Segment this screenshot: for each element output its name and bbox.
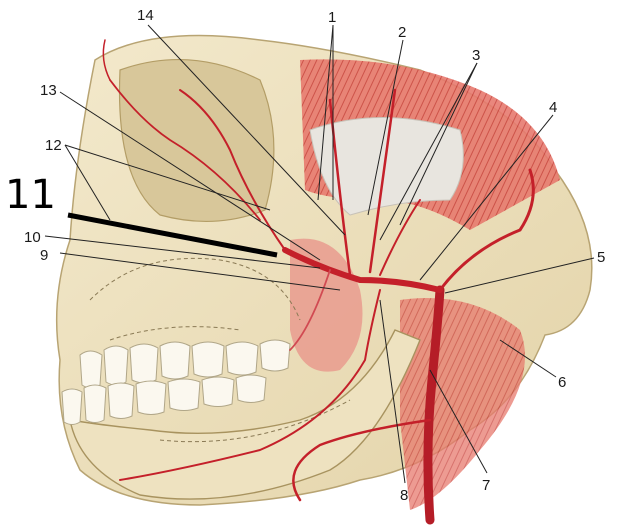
label-9: 9 xyxy=(40,247,48,264)
label-1: 1 xyxy=(328,9,336,26)
inferior-alveolar-artery xyxy=(119,289,381,481)
leader-lines xyxy=(44,24,595,484)
label-5: 5 xyxy=(597,249,605,266)
masseter-muscle xyxy=(290,238,363,372)
facial-artery xyxy=(292,418,432,502)
mandible xyxy=(69,329,421,500)
label-8: 8 xyxy=(400,487,408,504)
lower-teeth xyxy=(61,374,267,425)
label-13: 13 xyxy=(40,82,57,99)
upper-teeth xyxy=(79,339,291,389)
meningeal-branch xyxy=(379,199,421,276)
label-2: 2 xyxy=(398,24,406,41)
buccal-artery xyxy=(289,269,331,351)
label-12: 12 xyxy=(45,137,62,154)
label-11: 11 xyxy=(5,172,56,218)
labels: 1 2 3 4 5 6 7 8 9 10 11 12 13 14 xyxy=(5,7,605,504)
label-10: 10 xyxy=(24,229,41,246)
deep-temporal-branch-2 xyxy=(368,88,397,274)
label-3: 3 xyxy=(472,47,480,64)
orbit xyxy=(118,59,275,223)
maxillary-artery xyxy=(282,247,443,293)
deep-temporal-branch-1 xyxy=(328,98,352,277)
carotid-artery xyxy=(423,285,445,525)
label-6: 6 xyxy=(558,374,566,391)
dashed-outline xyxy=(89,257,351,443)
arteries xyxy=(102,39,535,525)
orbital-artery-1 xyxy=(179,89,286,251)
orbital-artery-2 xyxy=(109,79,261,221)
superficial-temporal-artery xyxy=(438,168,535,292)
label-14: 14 xyxy=(137,7,154,24)
frontal-artery xyxy=(102,39,111,81)
temporalis-tendon xyxy=(309,117,464,216)
neck-muscle xyxy=(400,298,525,510)
pointer-line-11 xyxy=(67,212,278,258)
label-7: 7 xyxy=(482,477,490,494)
label-4: 4 xyxy=(549,99,557,116)
